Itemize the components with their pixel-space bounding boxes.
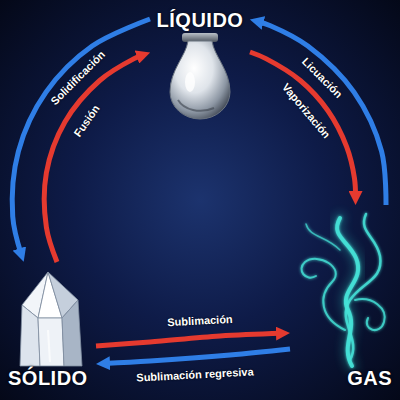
smoke-haze xyxy=(337,218,358,366)
drop-reflection xyxy=(178,100,214,111)
state-node: GAS xyxy=(290,205,396,394)
smoke-curl xyxy=(337,218,358,366)
state-node: SÓLIDO xyxy=(4,262,96,394)
state-name: LÍQUIDO xyxy=(157,8,244,32)
phase-change-arrow xyxy=(104,349,290,364)
process-label: Sublimación regresiva xyxy=(136,365,254,384)
crystal-face xyxy=(20,305,40,366)
state-name: SÓLIDO xyxy=(8,366,88,390)
drop-body xyxy=(170,41,230,119)
smoke-curl xyxy=(301,259,345,330)
crystal-shine xyxy=(48,330,50,362)
phase-change-arrow xyxy=(96,333,282,346)
smoke-curl xyxy=(346,214,381,360)
process-label: Sublimación xyxy=(167,313,233,329)
drop-highlight xyxy=(185,72,195,92)
smoke-curl xyxy=(355,299,385,330)
water-drop xyxy=(170,33,230,119)
crystal-face xyxy=(62,300,82,366)
crystal-face xyxy=(38,318,64,366)
process-label: Fusión xyxy=(71,102,102,139)
smoke-curl xyxy=(306,224,340,250)
phase-change-arrow xyxy=(12,19,150,254)
process-label: Licuación xyxy=(299,56,344,101)
phase-change-arrow xyxy=(258,21,386,205)
state-name: GAS xyxy=(347,366,392,390)
smoke-wisp xyxy=(301,214,384,366)
phase-change-arrow xyxy=(250,52,356,197)
quartz-crystal xyxy=(20,272,82,366)
process-label: Solidificación xyxy=(48,48,108,108)
state-node: LÍQUIDO xyxy=(150,4,250,122)
